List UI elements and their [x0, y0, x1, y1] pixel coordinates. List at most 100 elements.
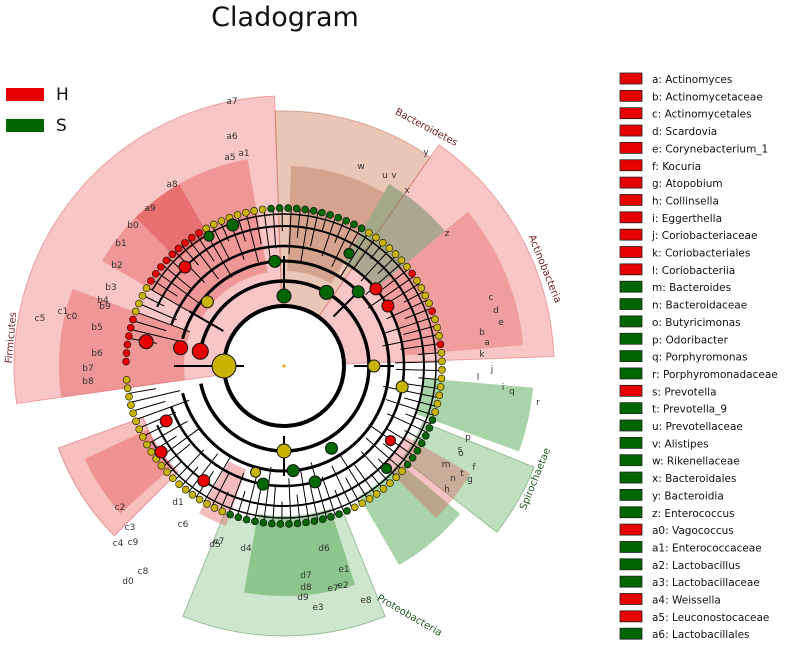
leaf-node	[151, 270, 160, 278]
leaf-node	[318, 208, 326, 217]
leaf-node	[129, 315, 137, 324]
leaf-node	[284, 204, 292, 212]
branch-spoke	[382, 443, 409, 464]
node-label-j: j	[490, 365, 494, 375]
clade-node-6	[319, 284, 334, 300]
leaf-node	[433, 399, 442, 408]
leaf-node	[357, 224, 366, 233]
branch-spoke	[418, 377, 442, 381]
feature-legend-swatch-q	[619, 350, 643, 363]
leaf-node	[343, 507, 351, 515]
branch-spoke	[236, 214, 246, 242]
leaf-node	[403, 460, 412, 469]
branch-spoke	[236, 491, 246, 518]
leaf-node	[218, 507, 227, 516]
feature-legend-label-f: f: Kocuria	[652, 161, 701, 173]
leaf-node	[195, 229, 203, 237]
leaf-node	[292, 204, 301, 213]
leaf-node	[413, 446, 422, 455]
node-label-a1: a1	[238, 149, 249, 159]
node-label-b5: b5	[91, 323, 102, 333]
chart-title: Cladogram	[211, 2, 359, 33]
leaf-node	[413, 276, 421, 285]
clade-node-9	[381, 299, 395, 313]
clade-node-20	[226, 218, 240, 232]
leaf-node	[342, 216, 351, 225]
branch-spoke	[331, 465, 353, 509]
node-label-b7: b7	[82, 364, 93, 374]
leaf-node	[417, 439, 426, 448]
branch-spoke	[395, 361, 442, 364]
leaf-node	[403, 262, 411, 271]
leaf-node	[425, 424, 434, 432]
branch-spoke	[195, 234, 215, 262]
sector-spirochaetae	[401, 421, 535, 533]
node-label-p: p	[465, 433, 471, 443]
group-legend: HS	[6, 85, 69, 136]
node-label-d: d	[493, 306, 499, 316]
feature-legend-swatch-a3	[619, 575, 643, 588]
feature-legend-swatch-v	[619, 436, 643, 449]
branch-spoke	[405, 413, 432, 425]
leaf-node	[195, 495, 204, 504]
feature-legend-label-a2: a2: Lactobacillus	[652, 560, 740, 572]
clade-node-14	[256, 477, 270, 491]
branch-spoke	[382, 268, 409, 290]
branch-spoke	[272, 208, 277, 249]
branch-spoke	[334, 219, 345, 244]
feature-legend-swatch-u	[619, 419, 643, 432]
leaf-node	[301, 205, 309, 214]
node-label-v: v	[391, 171, 397, 181]
leaf-node	[250, 207, 258, 215]
leaf-node	[142, 284, 151, 292]
leaf-node	[147, 277, 155, 285]
clade-node-24	[200, 295, 214, 309]
node-label-c7: c7	[214, 537, 225, 547]
leaf-node	[181, 485, 190, 494]
node-label-c6: c6	[178, 520, 189, 530]
node-label-n: n	[450, 474, 456, 484]
branch-spoke	[385, 316, 435, 334]
branch-spoke	[300, 470, 310, 523]
clade-node-18	[159, 414, 173, 428]
clade-node-11	[395, 380, 409, 394]
leaf-node	[268, 519, 276, 528]
clade-node-1	[191, 342, 209, 360]
leaf-node	[378, 238, 387, 247]
clade-node-19	[178, 260, 192, 274]
feature-legend-label-y: y: Bacteroidia	[652, 490, 724, 502]
feature-legend-swatch-c	[619, 107, 643, 120]
node-label-b: b	[479, 328, 485, 338]
leaf-node	[365, 495, 374, 503]
feature-legend-label-u: u: Prevotellaceae	[652, 421, 743, 433]
leaf-node	[421, 431, 430, 440]
leaf-node	[302, 518, 310, 527]
leaf-node	[275, 204, 284, 212]
feature-legend-label-n: n: Bacteroidaceae	[652, 300, 747, 312]
branch-spoke	[142, 294, 165, 307]
node-label-b6: b6	[91, 349, 103, 359]
branch-arc-5	[151, 213, 437, 519]
branch-spoke	[385, 399, 435, 416]
branch-spoke	[345, 477, 361, 505]
leaf-node	[234, 513, 243, 522]
branch-spoke	[360, 451, 391, 484]
branch-spoke	[339, 454, 369, 500]
node-label-d7: d7	[300, 571, 311, 581]
branch-spoke	[300, 209, 310, 262]
branch-spoke	[383, 385, 439, 399]
clade-node-15	[308, 475, 322, 489]
branch-spoke	[156, 271, 201, 305]
leaf-node	[241, 208, 250, 217]
sub-sector-2	[287, 166, 384, 284]
branch-spoke	[400, 342, 441, 350]
feature-legend-label-r: r: Porphyromonadaceae	[652, 369, 778, 381]
leaf-node	[163, 468, 171, 476]
branch-spoke	[181, 466, 199, 487]
feature-legend-swatch-r	[619, 367, 643, 380]
feature-legend-swatch-i	[619, 211, 643, 224]
leaf-node	[175, 480, 183, 488]
feature-legend-swatch-a6	[619, 627, 643, 640]
leaf-node	[147, 448, 156, 456]
leaf-node	[327, 513, 335, 521]
